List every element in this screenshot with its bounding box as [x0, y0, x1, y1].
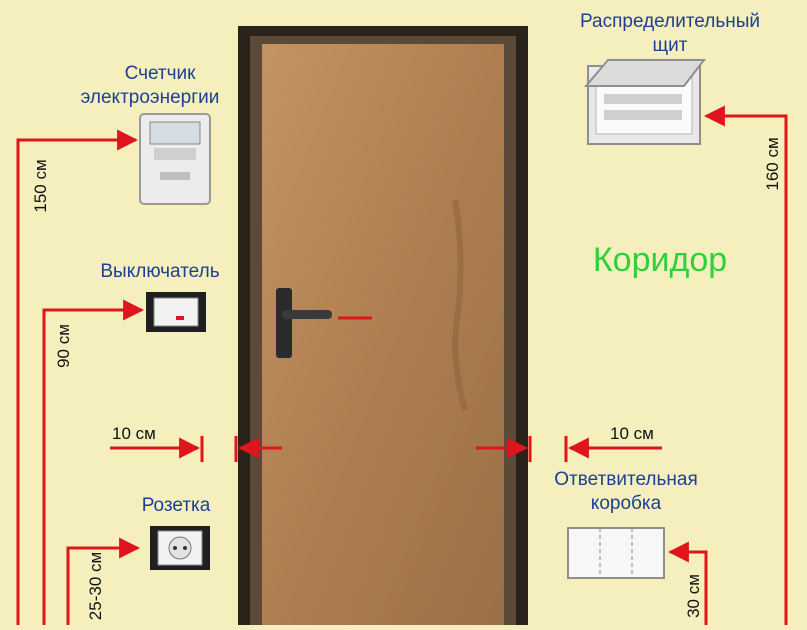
- panel-label-line1: Распределительный: [579, 11, 760, 32]
- junction-height-value: 30 см: [684, 574, 703, 618]
- offset-left-value: 10 см: [112, 424, 156, 443]
- junction-box-icon: [567, 527, 665, 579]
- socket-height-value: 25-30 см: [86, 551, 105, 621]
- wire-panel: [703, 105, 788, 625]
- door-grain: [452, 199, 468, 411]
- wire-socket: [66, 537, 141, 625]
- switch-height-value: 90 см: [54, 324, 73, 368]
- light-switch-icon: [146, 292, 206, 332]
- door-handle-plate: [276, 288, 292, 358]
- offset-right-value: 10 см: [610, 424, 654, 443]
- panel-label-line2: щит: [652, 35, 688, 56]
- wire-junction: [667, 541, 708, 625]
- meter-label-line1: Счетчик: [124, 63, 196, 84]
- distribution-panel-icon: [583, 59, 707, 145]
- meter-label-line2: электроэнергии: [80, 87, 220, 108]
- socket-icon: [150, 526, 210, 570]
- room-label: Коридор: [592, 241, 728, 279]
- socket-label: Розетка: [141, 495, 211, 516]
- wire-switch: [42, 299, 145, 625]
- junction-label-line1: Ответвительная: [554, 469, 698, 490]
- wire-meter: [16, 129, 139, 625]
- door-leaf: [262, 44, 504, 630]
- switch-label: Выключатель: [100, 261, 220, 282]
- door-handle-lever: [282, 310, 332, 319]
- electricity-meter-icon: [139, 113, 211, 205]
- door: [238, 26, 528, 630]
- panel-height-value: 160 см: [763, 137, 782, 191]
- meter-height-value: 150 см: [31, 159, 50, 213]
- junction-label-line2: коробка: [590, 493, 662, 514]
- wiring-lines: [16, 105, 788, 625]
